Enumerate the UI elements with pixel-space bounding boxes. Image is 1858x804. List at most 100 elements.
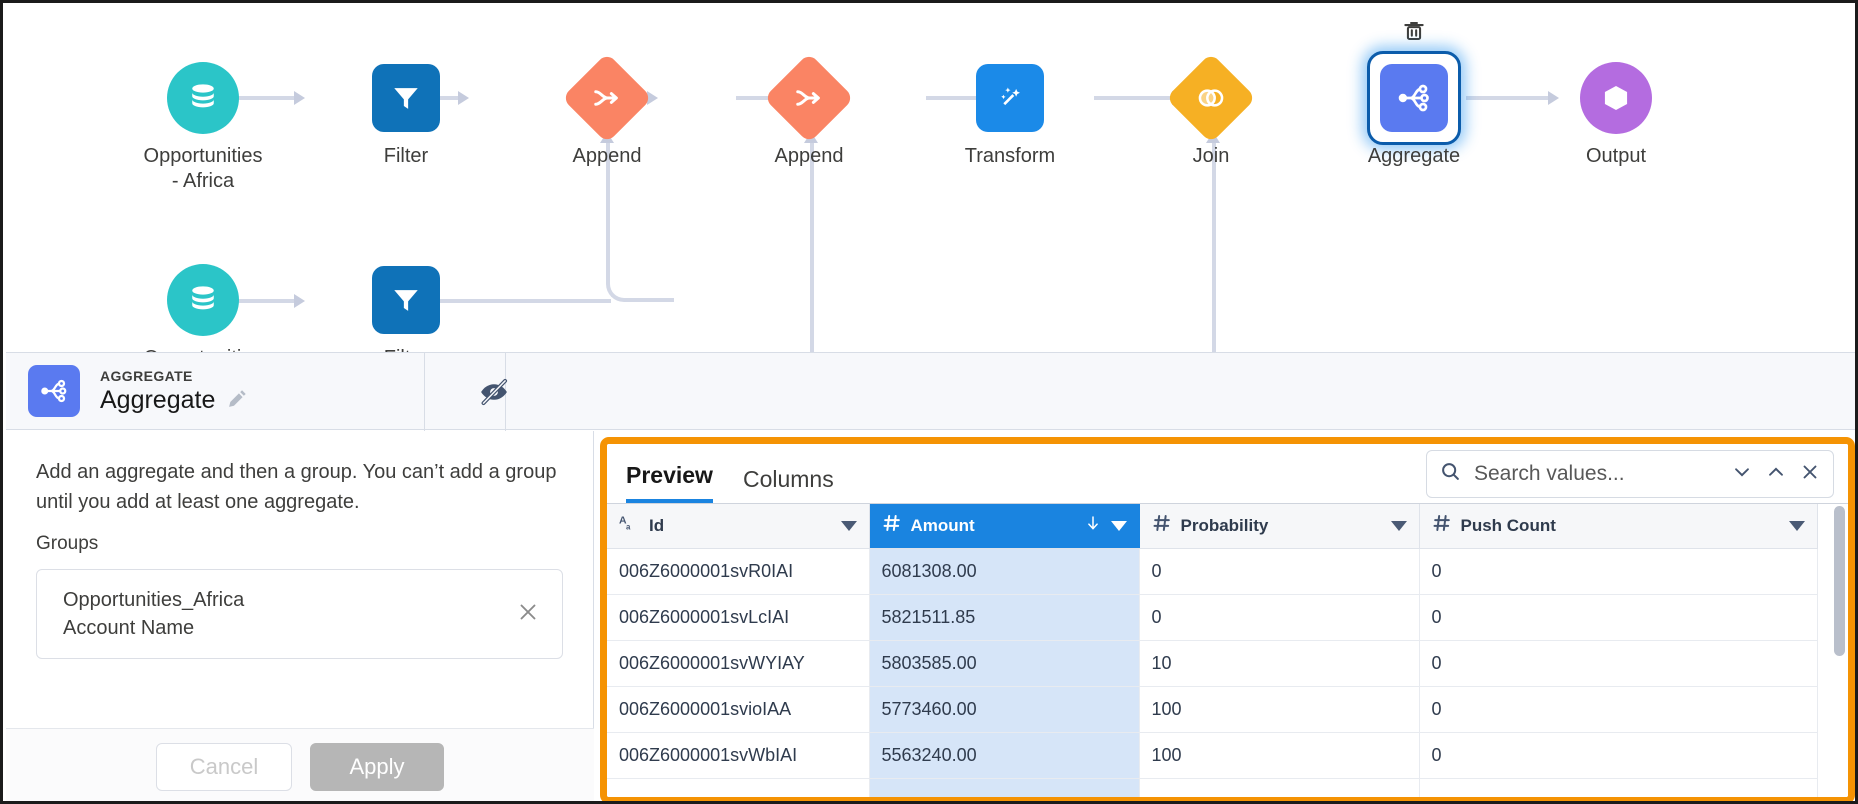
- column-header-probability[interactable]: Probability: [1139, 504, 1420, 549]
- pencil-icon[interactable]: [227, 387, 249, 414]
- table-row[interactable]: 006Z6000001svR0IAI 6081308.00 0 0: [607, 548, 1818, 595]
- chevron-down-icon[interactable]: [1731, 461, 1753, 488]
- arrow-head: [294, 294, 305, 308]
- edge-feed-append1: [606, 136, 674, 302]
- magic-wand-icon: [976, 64, 1044, 132]
- table-row[interactable]: 006Z6000001svWbIAI 5563240.00 100 0: [607, 732, 1818, 779]
- column-label: Push Count: [1460, 515, 1556, 535]
- node-label: Append: [572, 145, 642, 167]
- column-label: Probability: [1180, 515, 1269, 535]
- database-icon: [167, 264, 239, 336]
- node-label: Output: [1585, 145, 1647, 167]
- search-input[interactable]: Search values...: [1426, 450, 1834, 498]
- preview-panel: Preview Columns Search values...: [600, 437, 1855, 801]
- database-icon: [167, 62, 239, 134]
- chevron-down-icon[interactable]: [1788, 520, 1805, 531]
- cell-probability: 100: [1139, 732, 1420, 779]
- merge-arrows-icon: [763, 52, 855, 144]
- tab-preview[interactable]: Preview: [626, 462, 713, 503]
- table-vertical-scrollbar[interactable]: [1834, 506, 1845, 656]
- edge-feed-join: [1212, 136, 1216, 352]
- cell-amount: 5803585.00: [869, 640, 1140, 687]
- apply-button[interactable]: Apply: [310, 742, 444, 791]
- cell-id: 006Z6000001svR0IAI: [607, 548, 870, 595]
- edge-join-aggregate: [1094, 96, 1176, 100]
- tab-columns[interactable]: Columns: [742, 466, 834, 492]
- groups-label: Groups: [36, 533, 99, 554]
- table-row[interactable]: 006Z6000001svioIAA 5773460.00 100 0: [607, 686, 1818, 733]
- funnel-icon: [372, 266, 440, 334]
- cell-amount: 5563240.00: [869, 732, 1140, 779]
- cell-id: 006Z6000001svioIAA: [607, 686, 870, 733]
- table-row[interactable]: [607, 778, 1818, 797]
- column-label: Amount: [910, 515, 975, 535]
- cell-id: 006Z6000001svWbIAI: [607, 732, 870, 779]
- cell-probability: [1139, 778, 1420, 797]
- node-label: Transform: [964, 145, 1056, 167]
- node-label: Filter: [286, 346, 526, 352]
- search-icon: [1439, 460, 1462, 488]
- node-shape: [970, 58, 1050, 138]
- hexagon-icon: [1580, 62, 1652, 134]
- search-placeholder: Search values...: [1474, 462, 1625, 485]
- aggregate-graph-icon: [1380, 64, 1448, 132]
- node-label: Aggregate: [1367, 145, 1461, 167]
- number-type-icon: [882, 513, 902, 538]
- group-item[interactable]: Opportunities_Africa Account Name: [36, 569, 563, 659]
- panel-header: AGGREGATE Aggregate: [6, 352, 1855, 431]
- arrow-head: [647, 91, 658, 105]
- close-icon[interactable]: [1799, 461, 1821, 488]
- edge-aggregate-output: [1466, 96, 1552, 100]
- column-header-push-count[interactable]: Push Count: [1419, 504, 1818, 549]
- group-source: Opportunities_Africa: [63, 589, 245, 611]
- cell-amount: [869, 778, 1140, 797]
- table-row[interactable]: 006Z6000001svWYIAY 5803585.00 10 0: [607, 640, 1818, 687]
- panel-eyebrow: AGGREGATE: [100, 367, 193, 384]
- edge-source2-filter2: [211, 299, 296, 303]
- cell-probability: 0: [1139, 548, 1420, 595]
- node-label: Filter: [383, 145, 429, 167]
- cell-probability: 0: [1139, 594, 1420, 641]
- trash-icon[interactable]: [1401, 18, 1427, 44]
- eye-slash-icon[interactable]: [455, 353, 533, 431]
- cancel-button[interactable]: Cancel: [156, 742, 292, 791]
- chevron-down-icon[interactable]: [840, 520, 857, 531]
- cell-push-count: [1419, 778, 1818, 797]
- node-label: Opportunities - Africa: [143, 145, 263, 192]
- node-shape: [763, 52, 855, 144]
- node-shape: [1374, 58, 1454, 138]
- close-icon[interactable]: [516, 600, 540, 629]
- chevron-down-icon[interactable]: [1110, 520, 1127, 531]
- cell-id: [607, 778, 870, 797]
- node-label: Join: [1192, 145, 1230, 167]
- node-label: Append: [774, 145, 844, 167]
- header-divider: [424, 353, 425, 431]
- edge-feed-append2: [810, 136, 814, 352]
- cell-amount: 5773460.00: [869, 686, 1140, 733]
- panel-title: Aggregate: [100, 385, 216, 414]
- panel-description: Add an aggregate and then a group. You c…: [36, 461, 557, 513]
- edge-source-filter1: [211, 96, 296, 100]
- node-label: Opportunities: [83, 346, 323, 352]
- cell-push-count: 0: [1419, 686, 1818, 733]
- cell-push-count: 0: [1419, 594, 1818, 641]
- aggregate-config-panel: Add an aggregate and then a group. You c…: [6, 431, 594, 801]
- table-body: 006Z6000001svR0IAI 6081308.00 0 0 006Z60…: [607, 548, 1818, 797]
- chevron-up-icon[interactable]: [1765, 461, 1787, 488]
- svg-text:A: A: [619, 514, 627, 526]
- table-row[interactable]: 006Z6000001svLcIAI 5821511.85 0 0: [607, 594, 1818, 641]
- cell-push-count: 0: [1419, 732, 1818, 779]
- column-label: Id: [649, 515, 665, 535]
- panel-footer: Cancel Apply: [6, 728, 594, 801]
- chevron-down-icon[interactable]: [1390, 520, 1407, 531]
- recipe-canvas[interactable]: Opportunities - Africa Filter: [6, 6, 1855, 352]
- number-type-icon: [1432, 513, 1452, 538]
- sort-descending-icon[interactable]: [1084, 514, 1102, 537]
- venn-circles-icon: [1165, 52, 1257, 144]
- column-header-amount[interactable]: Amount: [869, 504, 1140, 549]
